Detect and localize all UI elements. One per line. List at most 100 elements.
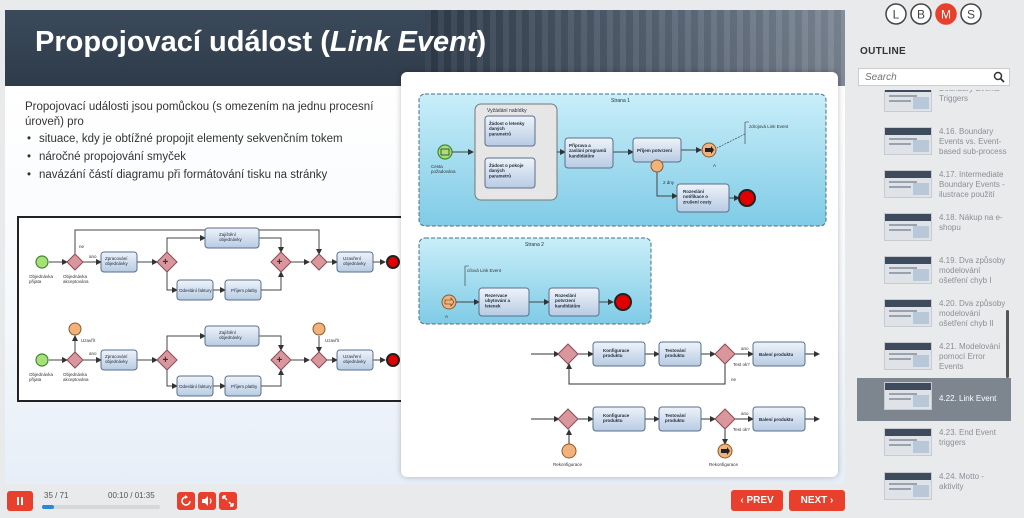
outline-scrollbar[interactable]: [1006, 310, 1009, 378]
outline-item-label: Boundary Events Triggers: [939, 90, 1000, 103]
next-button[interactable]: NEXT ›: [789, 490, 845, 511]
outline-item-label: 4.24. Motto - aktivity: [939, 472, 984, 491]
outline-item-label: 4.19. Dva způsoby modelování ošetření ch…: [939, 256, 1006, 285]
outline-item[interactable]: 4.18. Nákup na e-shopu: [857, 209, 1011, 252]
link-label: A: [445, 314, 448, 319]
volume-button[interactable]: [198, 492, 216, 510]
outline-item-label: 4.20. Dva způsoby modelování ošetření ch…: [939, 299, 1006, 328]
link-event-diagram: Strana 1 Vyžádání nabídky Žádost o leten…: [401, 72, 838, 477]
outline-item[interactable]: 4.24. Motto - aktivity: [857, 468, 1011, 500]
flow-label: ano: [741, 411, 749, 416]
logo-letter: S: [967, 8, 975, 22]
chevron-left-icon: ‹: [740, 495, 747, 506]
slide-header: Propojovací událost (Link Event): [5, 10, 845, 86]
search-input[interactable]: [859, 69, 989, 85]
outline-item-label: 4.22. Link Event: [939, 394, 997, 403]
time-counter: 00:10 / 01:35: [108, 491, 155, 500]
link-event-label: Uzavřít: [325, 338, 340, 343]
slide-thumbnail: [884, 299, 932, 327]
bullet-item: náročné propojování smyček: [25, 148, 385, 166]
outline-item[interactable]: Boundary Events Triggers: [857, 90, 1011, 123]
lbms-logo: L B M S: [884, 2, 984, 26]
gateway-label: Test ok?: [733, 427, 750, 432]
fullscreen-button[interactable]: [219, 492, 237, 510]
progress-bar[interactable]: [42, 505, 160, 509]
task-label: Příjem potvrzení: [637, 148, 673, 153]
slide-thumbnail: [884, 127, 932, 155]
svg-text:+: +: [163, 355, 169, 366]
outline-item[interactable]: 4.23. End Event triggers: [857, 424, 1011, 467]
link-label: A: [713, 163, 716, 168]
outline-item-label: 4.16. Boundary Events vs. Event-based su…: [939, 127, 1007, 156]
logo-letter: L: [893, 8, 900, 22]
annotation: zdrojová Link Event: [749, 124, 789, 129]
svg-text:+: +: [277, 257, 283, 268]
slide-thumbnail: [884, 170, 932, 198]
slide-counter: 35 / 71: [44, 491, 69, 500]
replay-button[interactable]: [177, 492, 195, 510]
outline-list: Boundary Events Triggers 4.16. Boundary …: [857, 90, 1011, 500]
replay-icon: [181, 495, 191, 506]
outline-item[interactable]: 4.17. Intermediate Boundary Events - ilu…: [857, 166, 1011, 209]
slide-thumbnail: [884, 90, 932, 112]
slide-thumbnail: [884, 342, 932, 370]
outline-item[interactable]: 4.19. Dva způsoby modelování ošetření ch…: [857, 252, 1011, 295]
logo-letter: M: [941, 8, 951, 22]
outline-item[interactable]: 4.16. Boundary Events vs. Event-based su…: [857, 123, 1011, 166]
task-label: Balení produktu: [759, 352, 794, 357]
chevron-right-icon: ›: [827, 495, 834, 506]
pause-button[interactable]: [7, 491, 33, 511]
outline-item-label: 4.21. Modelování pomocí Error Events: [939, 342, 1001, 371]
flow-label: ano: [89, 351, 97, 356]
slide-canvas: Propojovací událost (Link Event) Propojo…: [5, 10, 845, 484]
task-label: Odeslání faktury: [179, 384, 213, 389]
slide-intro-text: Propojovací události jsou pomůckou (s om…: [25, 101, 374, 128]
fullscreen-icon: [222, 495, 234, 507]
slide-thumbnail: [884, 256, 932, 284]
bullet-item: navázání částí diagramu při formátování …: [25, 166, 385, 184]
page-title: Strana 2: [525, 242, 544, 248]
prev-button[interactable]: ‹ PREV: [731, 490, 783, 511]
slide-thumbnail: [884, 428, 932, 456]
task-label: Příjem platby: [231, 384, 258, 389]
link-event-label: Uzavřít: [81, 338, 96, 343]
slide-thumbnail: [884, 213, 932, 241]
task-label: Balení produktu: [759, 417, 794, 422]
search-box[interactable]: [858, 68, 1010, 86]
slide-thumbnail: [884, 382, 932, 410]
link-event-label: Rekonfigurace: [709, 462, 739, 467]
slide-thumbnail: [884, 472, 932, 500]
subprocess-label: Vyžádání nabídky: [487, 108, 527, 114]
outline-item[interactable]: 4.21. Modelování pomocí Error Events: [857, 338, 1011, 381]
flow-label: ano: [89, 254, 97, 259]
prev-label: PREV: [746, 495, 774, 506]
progress-fill: [42, 505, 54, 509]
bullet-list: situace, kdy je obtížné propojit element…: [25, 130, 385, 184]
flow-label: ano: [741, 346, 749, 351]
outline-item-active[interactable]: 4.22. Link Event: [857, 378, 1011, 421]
gateway-label: Test ok?: [733, 362, 750, 367]
outline-item[interactable]: 4.20. Dva způsoby modelování ošetření ch…: [857, 295, 1011, 338]
svg-text:+: +: [277, 355, 283, 366]
outline-title: OUTLINE: [860, 46, 906, 57]
task-label: Příjem platby: [231, 288, 258, 293]
outline-item-label: 4.23. End Event triggers: [939, 428, 996, 447]
search-icon[interactable]: [993, 71, 1005, 83]
logo-letter: B: [917, 8, 925, 22]
svg-text:+: +: [163, 257, 169, 268]
